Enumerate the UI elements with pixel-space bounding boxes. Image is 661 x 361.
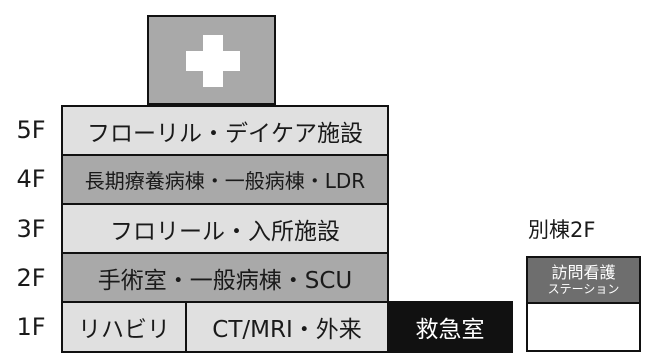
annex-label: 別棟2F (528, 218, 596, 242)
floor-3f-facility: フロリール・入所施設 (61, 203, 389, 254)
cross-icon-horizontal (186, 51, 240, 71)
floor-2f-surgery: 手術室・一般病棟・SCU (61, 252, 389, 303)
floor-5f-daycare: フローリル・デイケア施設 (61, 105, 389, 156)
annex-visiting-nurse-station: 訪問看護 ステーション (526, 256, 641, 304)
floor-label-1f: 1F (16, 313, 46, 341)
medical-cross-roof (147, 15, 276, 105)
floor-label-2f: 2F (16, 264, 46, 292)
floor-4f-wards: 長期療養病棟・一般病棟・LDR (61, 154, 389, 205)
floor-1f-emergency: 救急室 (387, 301, 513, 353)
annex-top-line2: ステーション (547, 282, 620, 296)
floor-1f-rehab: リハビリ (61, 301, 187, 353)
annex-lower-box (526, 304, 641, 352)
annex-top-line1: 訪問看護 (551, 263, 616, 282)
floor-label-4f: 4F (16, 165, 46, 193)
floor-label-5f: 5F (16, 116, 46, 144)
floor-1f-ct-mri-outpatient: CT/MRI・外来 (185, 301, 389, 353)
floor-label-3f: 3F (16, 215, 46, 243)
